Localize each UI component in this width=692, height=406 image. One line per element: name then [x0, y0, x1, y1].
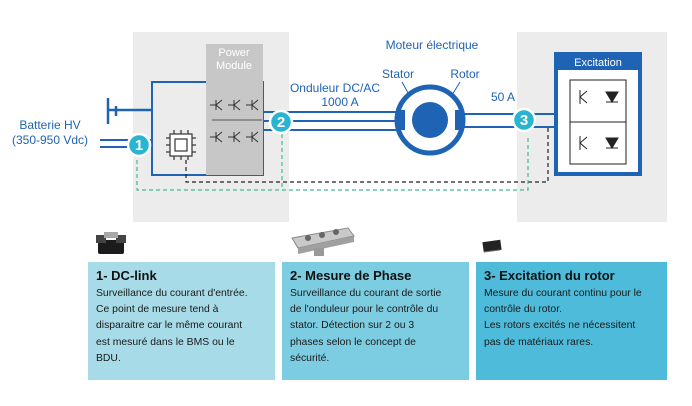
- transistor-grid: [210, 99, 262, 143]
- signal-dashed-black: [185, 127, 549, 183]
- dc-link-sensor-image: [96, 232, 126, 254]
- card-rotor-body: Mesure du courant continu pour le contrô…: [484, 288, 642, 348]
- marker-2-label: 2: [277, 114, 285, 131]
- card-phase: 2- Mesure de Phase Surveillance du coura…: [282, 262, 469, 380]
- phase-sensor-image: [291, 227, 355, 256]
- signal-dashed-green: [136, 134, 529, 191]
- excitation-header: [556, 54, 640, 70]
- h-bridge-symbol: [569, 79, 627, 165]
- battery-label: Batterie HV: [19, 118, 80, 132]
- excitation-current: 50 A: [491, 90, 515, 104]
- marker-1-label: 1: [135, 137, 143, 154]
- power-module-label: Power: [218, 47, 250, 59]
- marker-3-label: 3: [520, 112, 528, 129]
- excitation-box: [554, 52, 642, 176]
- power-module-label-2: Module: [216, 60, 252, 72]
- motor-symbol: [394, 84, 466, 156]
- marker-2: 2: [268, 109, 294, 135]
- motor-title: Moteur électrique: [386, 38, 479, 52]
- rotor-sensor-chip-image: [482, 239, 502, 253]
- excitation-label: Excitation: [574, 57, 622, 69]
- inverter-label: Onduleur DC/AC: [290, 81, 380, 95]
- battery-symbol: [106, 98, 152, 124]
- inverter-current: 1000 A: [321, 95, 358, 109]
- card-phase-body: Surveillance du courant de sortie de l'o…: [290, 288, 442, 364]
- marker-1: 1: [126, 132, 152, 158]
- card-dc-link: 1- DC-link Surveillance du courant d'ent…: [88, 262, 275, 380]
- card-phase-title: 2- Mesure de Phase: [290, 268, 412, 283]
- controller-chip-icon: [166, 130, 196, 160]
- system-diagram: Batterie HV (350-950 Vdc) Power Module: [12, 32, 667, 222]
- card-rotor-title: 3- Excitation du rotor: [484, 268, 615, 283]
- card-dc-link-title: 1- DC-link: [96, 268, 157, 283]
- card-dc-link-body: Surveillance du courant d'entrée. Ce poi…: [96, 288, 248, 364]
- stator-label: Stator: [382, 67, 414, 81]
- card-rotor: 3- Excitation du rotor Mesure du courant…: [476, 262, 667, 380]
- rotor-label: Rotor: [450, 67, 479, 81]
- marker-3: 3: [511, 107, 537, 133]
- battery-range: (350-950 Vdc): [12, 133, 88, 147]
- excitation-wires: [462, 113, 556, 128]
